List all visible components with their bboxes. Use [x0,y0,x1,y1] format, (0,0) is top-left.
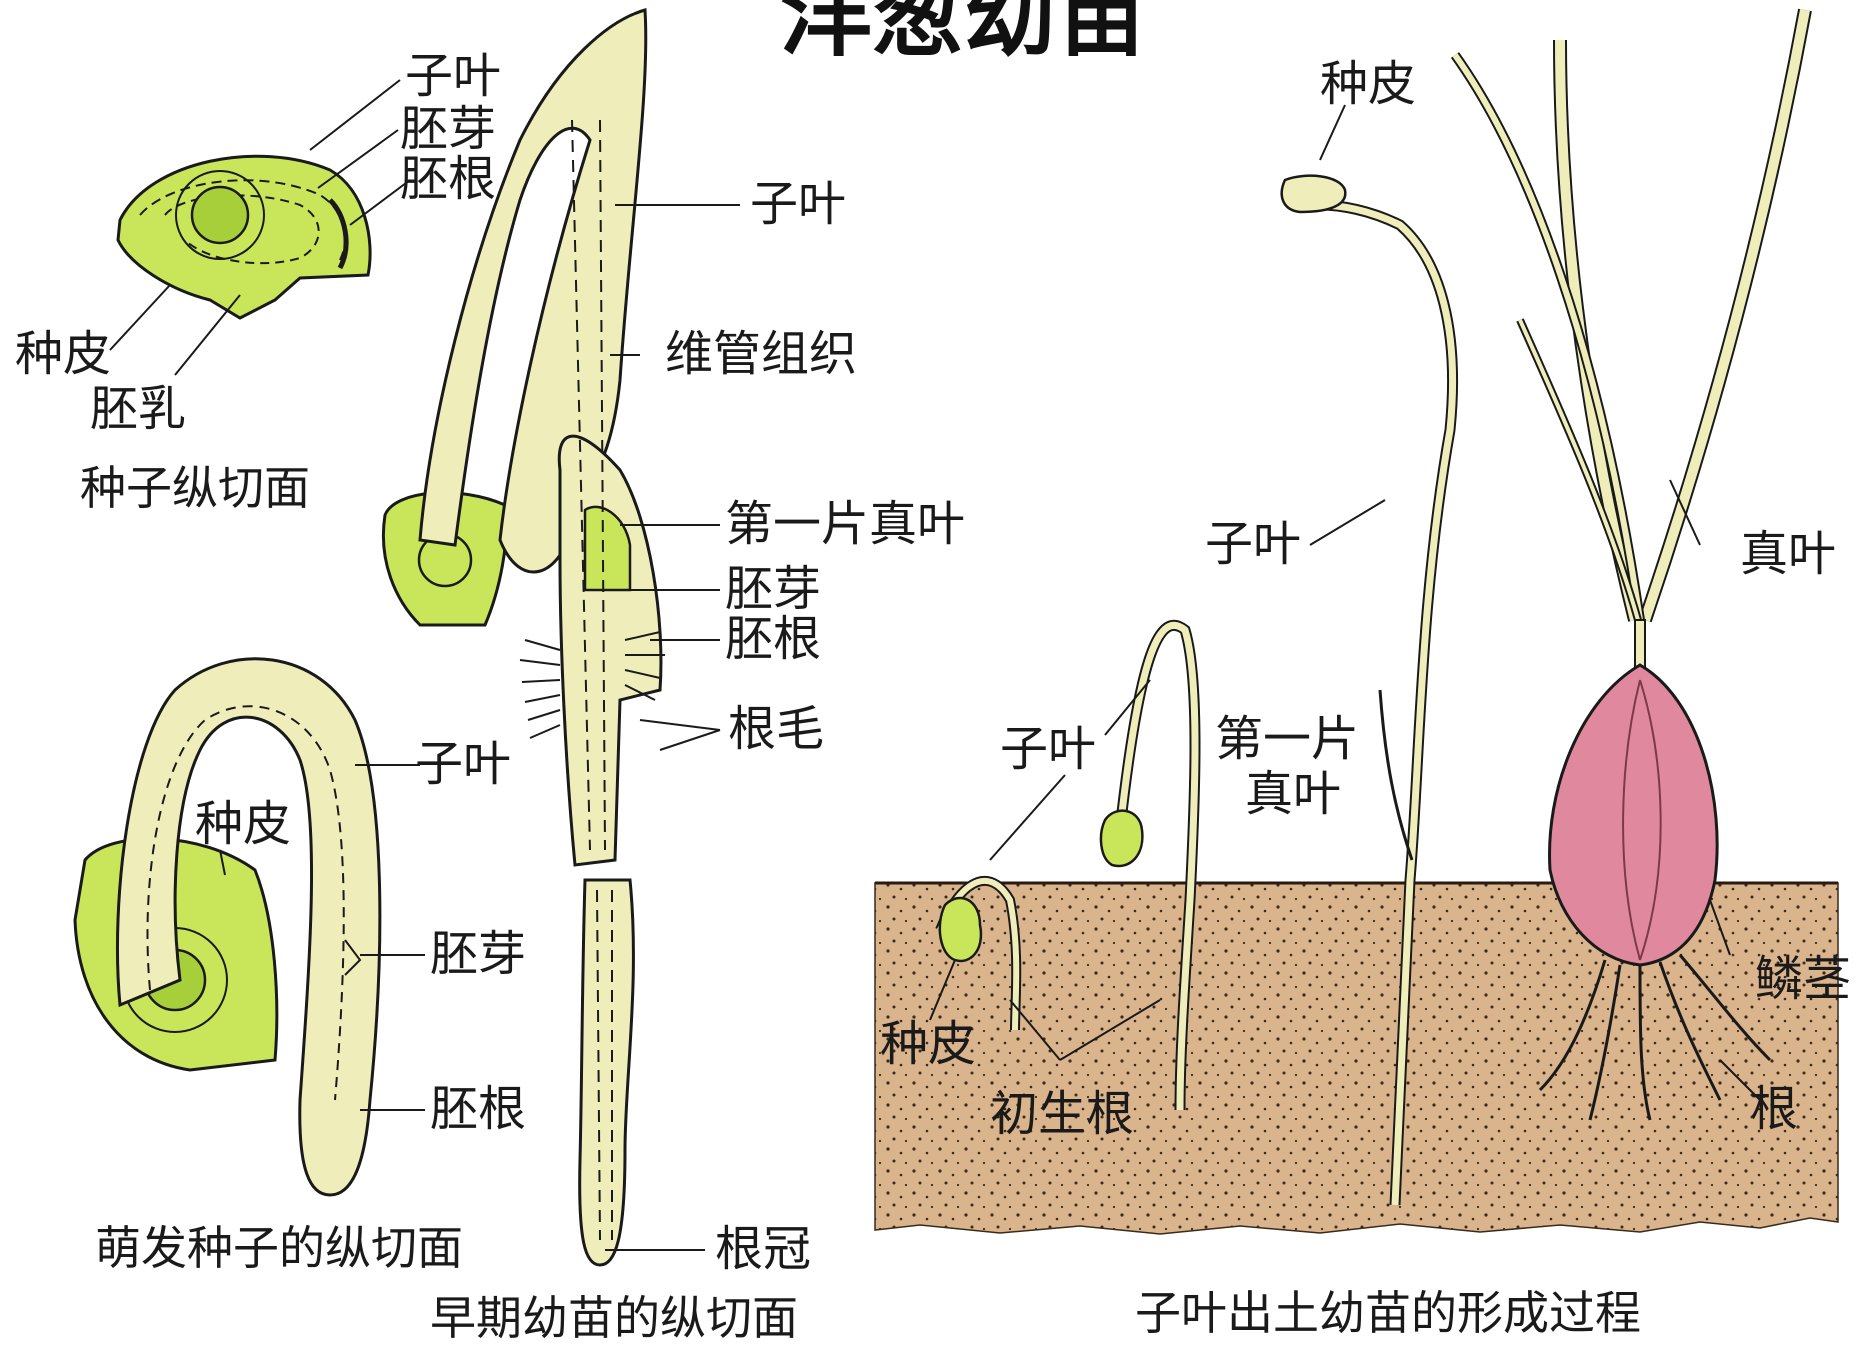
label-root-cap: 根冠 [715,1225,811,1273]
label-endosperm: 胚乳 [90,385,186,433]
label-plumule: 胚芽 [430,930,526,978]
label-seed-coat: 种皮 [195,800,291,848]
caption-germinating-seed: 萌发种子的纵切面 [95,1225,463,1271]
label-plumule: 胚芽 [725,565,821,613]
label-radicle: 胚根 [430,1085,526,1133]
label-first-true-leaf-line1: 第一片 [1215,715,1359,763]
label-root-hair: 根毛 [728,705,824,753]
seed-section-drawing [110,80,410,375]
label-primary-root: 初生根 [990,1090,1134,1138]
label-cotyledon-stage1: 子叶 [1000,725,1096,773]
label-cotyledon-stage3: 子叶 [1205,520,1301,568]
label-plumule: 胚芽 [400,105,496,153]
caption-seed-section: 种子纵切面 [80,465,310,511]
page-title: 洋葱幼苗 [780,0,1148,62]
label-seed-coat: 种皮 [15,330,111,378]
label-first-true-leaf-line2: 真叶 [1245,770,1341,818]
label-radicle: 胚根 [400,155,496,203]
label-vascular-tissue: 维管组织 [665,330,857,378]
label-radicle: 胚根 [725,615,821,663]
label-true-leaf: 真叶 [1740,530,1836,578]
label-bulb: 鳞茎 [1755,955,1851,1003]
label-cotyledon: 子叶 [405,52,501,100]
label-seed-coat-stage3: 种皮 [1320,60,1416,108]
label-root: 根 [1750,1085,1798,1133]
caption-early-seedling: 早期幼苗的纵切面 [430,1295,798,1341]
label-first-true-leaf: 第一片真叶 [725,500,965,548]
label-cotyledon: 子叶 [750,180,846,228]
germinating-seed-drawing [75,659,425,1195]
label-cotyledon: 子叶 [415,740,511,788]
caption-emergence: 子叶出土幼苗的形成过程 [1135,1290,1641,1336]
label-seed-coat-stage1: 种皮 [880,1020,976,1068]
